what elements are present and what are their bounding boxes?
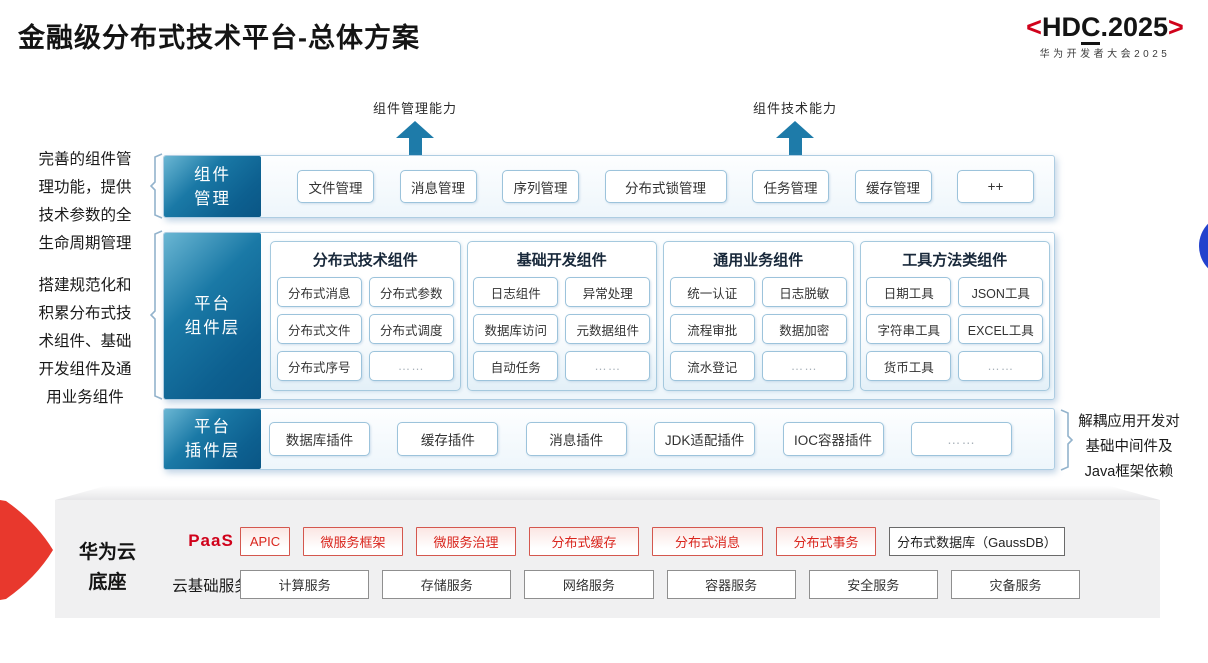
group-title: 通用业务组件: [713, 252, 804, 269]
component-item: 日志脱敏: [761, 277, 847, 307]
layer-component-management: 组件 管理 文件管理 消息管理 序列管理 分布式锁管理 任务管理 缓存管理 ++: [163, 155, 1055, 218]
component-item: 数据加密: [761, 314, 847, 344]
hdc-logo-text: <HDC.2025>: [1005, 12, 1205, 45]
arrow-label: 组件技术能力: [752, 101, 837, 116]
component-item: 分布式参数: [368, 277, 454, 307]
component-groups: 分布式技术组件 分布式消息 分布式参数 分布式文件 分布式调度 分布式序号 ………: [261, 233, 1054, 399]
group-title: 基础开发组件: [516, 252, 607, 269]
component-item: 货币工具: [866, 351, 952, 381]
cloud-service-item: 安全服务: [808, 570, 938, 599]
page-title: 金融级分布式技术平台-总体方案: [18, 23, 420, 53]
paas-item: 微服务框架: [303, 527, 403, 556]
left-brace-top: [150, 153, 163, 219]
plugin-item: 缓存插件: [397, 422, 499, 456]
component-item-more: ……: [368, 351, 454, 381]
component-item: 元数据组件: [565, 314, 651, 344]
cloud-services-label: 云基础服务: [172, 578, 250, 595]
layer-platform-plugins: 平台 插件层 数据库插件 缓存插件 消息插件 JDK适配插件 IOC容器插件 ……: [163, 408, 1055, 470]
component-item-more: ……: [761, 351, 847, 381]
layer-platform-components: 平台 组件层 分布式技术组件 分布式消息 分布式参数 分布式文件 分布式调度 分…: [163, 232, 1055, 400]
cloud-service-item: 灾备服务: [950, 570, 1081, 599]
component-item: 统一认证: [669, 277, 755, 307]
plugin-item-more: ……: [910, 422, 1012, 456]
cloud-service-items: 计算服务 存储服务 网络服务 容器服务 安全服务 灾备服务: [240, 570, 1081, 599]
component-item-more: ……: [565, 351, 651, 381]
component-item: 流程审批: [669, 314, 755, 344]
logo-close-bracket: >: [1168, 12, 1184, 42]
group-distributed-tech: 分布式技术组件 分布式消息 分布式参数 分布式文件 分布式调度 分布式序号 ……: [270, 241, 461, 391]
plugin-item: JDK适配插件: [654, 422, 756, 456]
component-item: 分布式序号: [276, 351, 362, 381]
left-brace-bottom: [150, 230, 163, 400]
foundation-huawei-cloud: 华为云 底座 PaaS 云基础服务 APIC 微服务框架 微服务治理 分布式缓存…: [55, 500, 1160, 618]
paas-item: 分布式消息: [652, 527, 763, 556]
paas-item: 分布式缓存: [529, 527, 639, 556]
component-item: 分布式消息: [276, 277, 362, 307]
component-item: 字符串工具: [866, 314, 952, 344]
capability-arrow-management: 组件管理能力: [355, 98, 475, 159]
paas-label: PaaS: [188, 531, 234, 550]
cloud-service-item: 网络服务: [524, 570, 654, 599]
logo-underlined-c: C: [1080, 12, 1101, 45]
component-item: EXCEL工具: [958, 314, 1044, 344]
component-item: 分布式文件: [276, 314, 362, 344]
blue-circle-decoration: [1199, 214, 1208, 278]
component-item: 异常处理: [565, 277, 651, 307]
plugin-item: 数据库插件: [269, 422, 370, 456]
management-item: 缓存管理: [854, 170, 932, 203]
component-item: 数据库访问: [473, 314, 559, 344]
group-basic-dev: 基础开发组件 日志组件 异常处理 数据库访问 元数据组件 自动任务 ……: [466, 241, 657, 391]
management-item: 分布式锁管理: [604, 170, 727, 203]
right-brace: [1060, 409, 1074, 471]
capability-arrow-technical: 组件技术能力: [735, 98, 855, 159]
annotation-decoupling: 解耦应用开发对 基础中间件及 Java框架依赖: [1078, 414, 1180, 480]
paas-item: 分布式事务: [776, 527, 876, 556]
paas-item-gaussdb: 分布式数据库（GaussDB）: [889, 527, 1065, 556]
management-item: 消息管理: [399, 170, 477, 203]
group-title: 工具方法类组件: [902, 252, 1008, 269]
paas-items: APIC 微服务框架 微服务治理 分布式缓存 分布式消息 分布式事务 分布式数据…: [240, 527, 1065, 556]
group-title: 分布式技术组件: [312, 252, 418, 269]
paas-item: 微服务治理: [416, 527, 516, 556]
management-item: ++: [957, 170, 1034, 203]
management-item: 任务管理: [752, 170, 829, 203]
component-item: 分布式调度: [368, 314, 454, 344]
management-items: 文件管理 消息管理 序列管理 分布式锁管理 任务管理 缓存管理 ++: [261, 156, 1054, 217]
management-item: 文件管理: [297, 170, 374, 203]
huawei-cloud-base-label: 华为云 底座: [78, 542, 136, 593]
component-item: 日志组件: [473, 277, 559, 307]
management-item: 序列管理: [502, 170, 579, 203]
layer-label: 组件 管理: [164, 156, 261, 217]
foundation-slab-top-face: [55, 486, 1160, 500]
cloud-service-item: 容器服务: [666, 570, 796, 599]
cloud-service-item: 计算服务: [240, 570, 370, 599]
cloud-service-item: 存储服务: [382, 570, 512, 599]
layer-label: 平台 插件层: [164, 409, 261, 469]
paas-item: APIC: [240, 527, 290, 556]
plugin-item: IOC容器插件: [782, 422, 884, 456]
red-wedge-pointer: [0, 500, 53, 600]
component-item: 流水登记: [669, 351, 755, 381]
plugin-items: 数据库插件 缓存插件 消息插件 JDK适配插件 IOC容器插件 ……: [261, 409, 1054, 469]
group-utility-tools: 工具方法类组件 日期工具 JSON工具 字符串工具 EXCEL工具 货币工具 ……: [859, 241, 1050, 391]
up-arrow-icon: [776, 121, 814, 159]
hdc-logo: <HDC.2025> 华为开发者大会2025: [1005, 12, 1205, 60]
plugin-item: 消息插件: [525, 422, 627, 456]
component-item: JSON工具: [958, 277, 1044, 307]
group-common-business: 通用业务组件 统一认证 日志脱敏 流程审批 数据加密 流水登记 ……: [663, 241, 854, 391]
annotation-management: 完善的组件管 理功能，提供 技术参数的全 生命周期管理: [38, 151, 132, 252]
arrow-label: 组件管理能力: [372, 101, 457, 116]
annotation-components: 搭建规范化和 积累分布式技 术组件、基础 开发组件及通 用业务组件: [38, 277, 132, 406]
component-item: 自动任务: [473, 351, 559, 381]
layer-label: 平台 组件层: [164, 233, 261, 399]
component-item: 日期工具: [866, 277, 952, 307]
component-item-more: ……: [958, 351, 1044, 381]
up-arrow-icon: [396, 121, 434, 159]
logo-open-bracket: <: [1026, 12, 1042, 42]
hdc-logo-subtitle: 华为开发者大会2025: [1039, 49, 1171, 60]
